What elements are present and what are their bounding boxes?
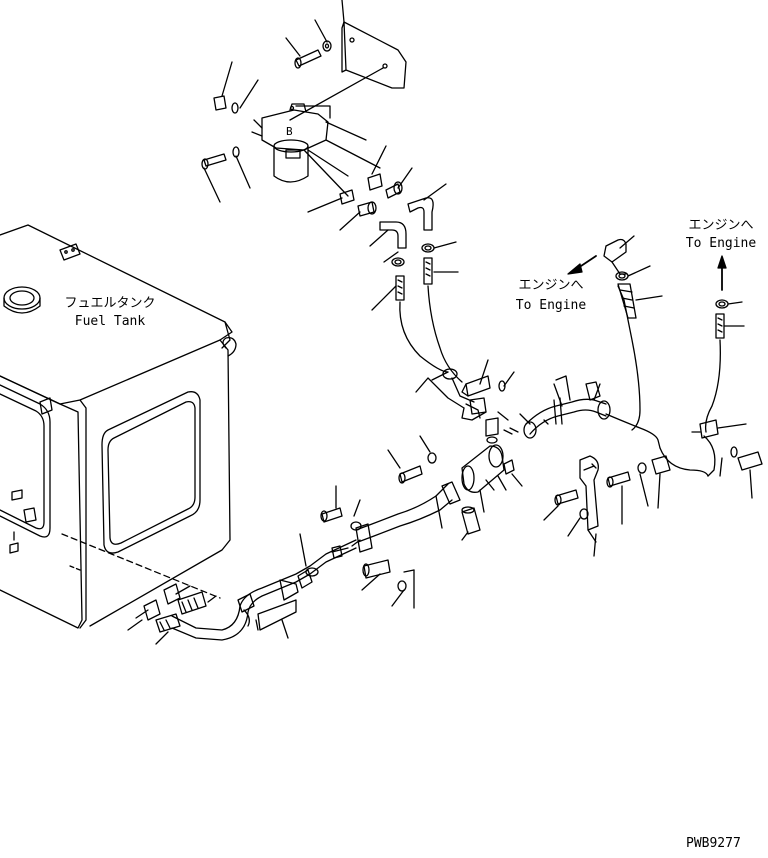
to-engine-right-label-en: To Engine [685, 236, 757, 251]
middle-assembly [416, 286, 660, 448]
to-engine-arrow-right [718, 256, 726, 290]
lower-center-assembly [332, 436, 598, 556]
drawing-code: PWB9277 [686, 836, 741, 851]
upper-fittings [308, 146, 462, 382]
engine-line-right [604, 236, 762, 524]
fuel-tank-label-jp: フュエルタンク [64, 296, 156, 311]
fuel-tank [0, 225, 236, 628]
filter-mark-label: B [286, 125, 293, 138]
fuel-tank-label-en: Fuel Tank [74, 314, 146, 329]
to-engine-arrow-left [568, 256, 596, 274]
lower-left-fittings [128, 486, 414, 644]
filter-bracket [286, 0, 406, 120]
to-engine-left-label-en: To Engine [515, 298, 587, 313]
to-engine-right-label-jp: エンジンへ [688, 218, 754, 233]
fuel-filter [202, 62, 380, 202]
to-engine-left-label-jp: エンジンへ [518, 278, 584, 293]
